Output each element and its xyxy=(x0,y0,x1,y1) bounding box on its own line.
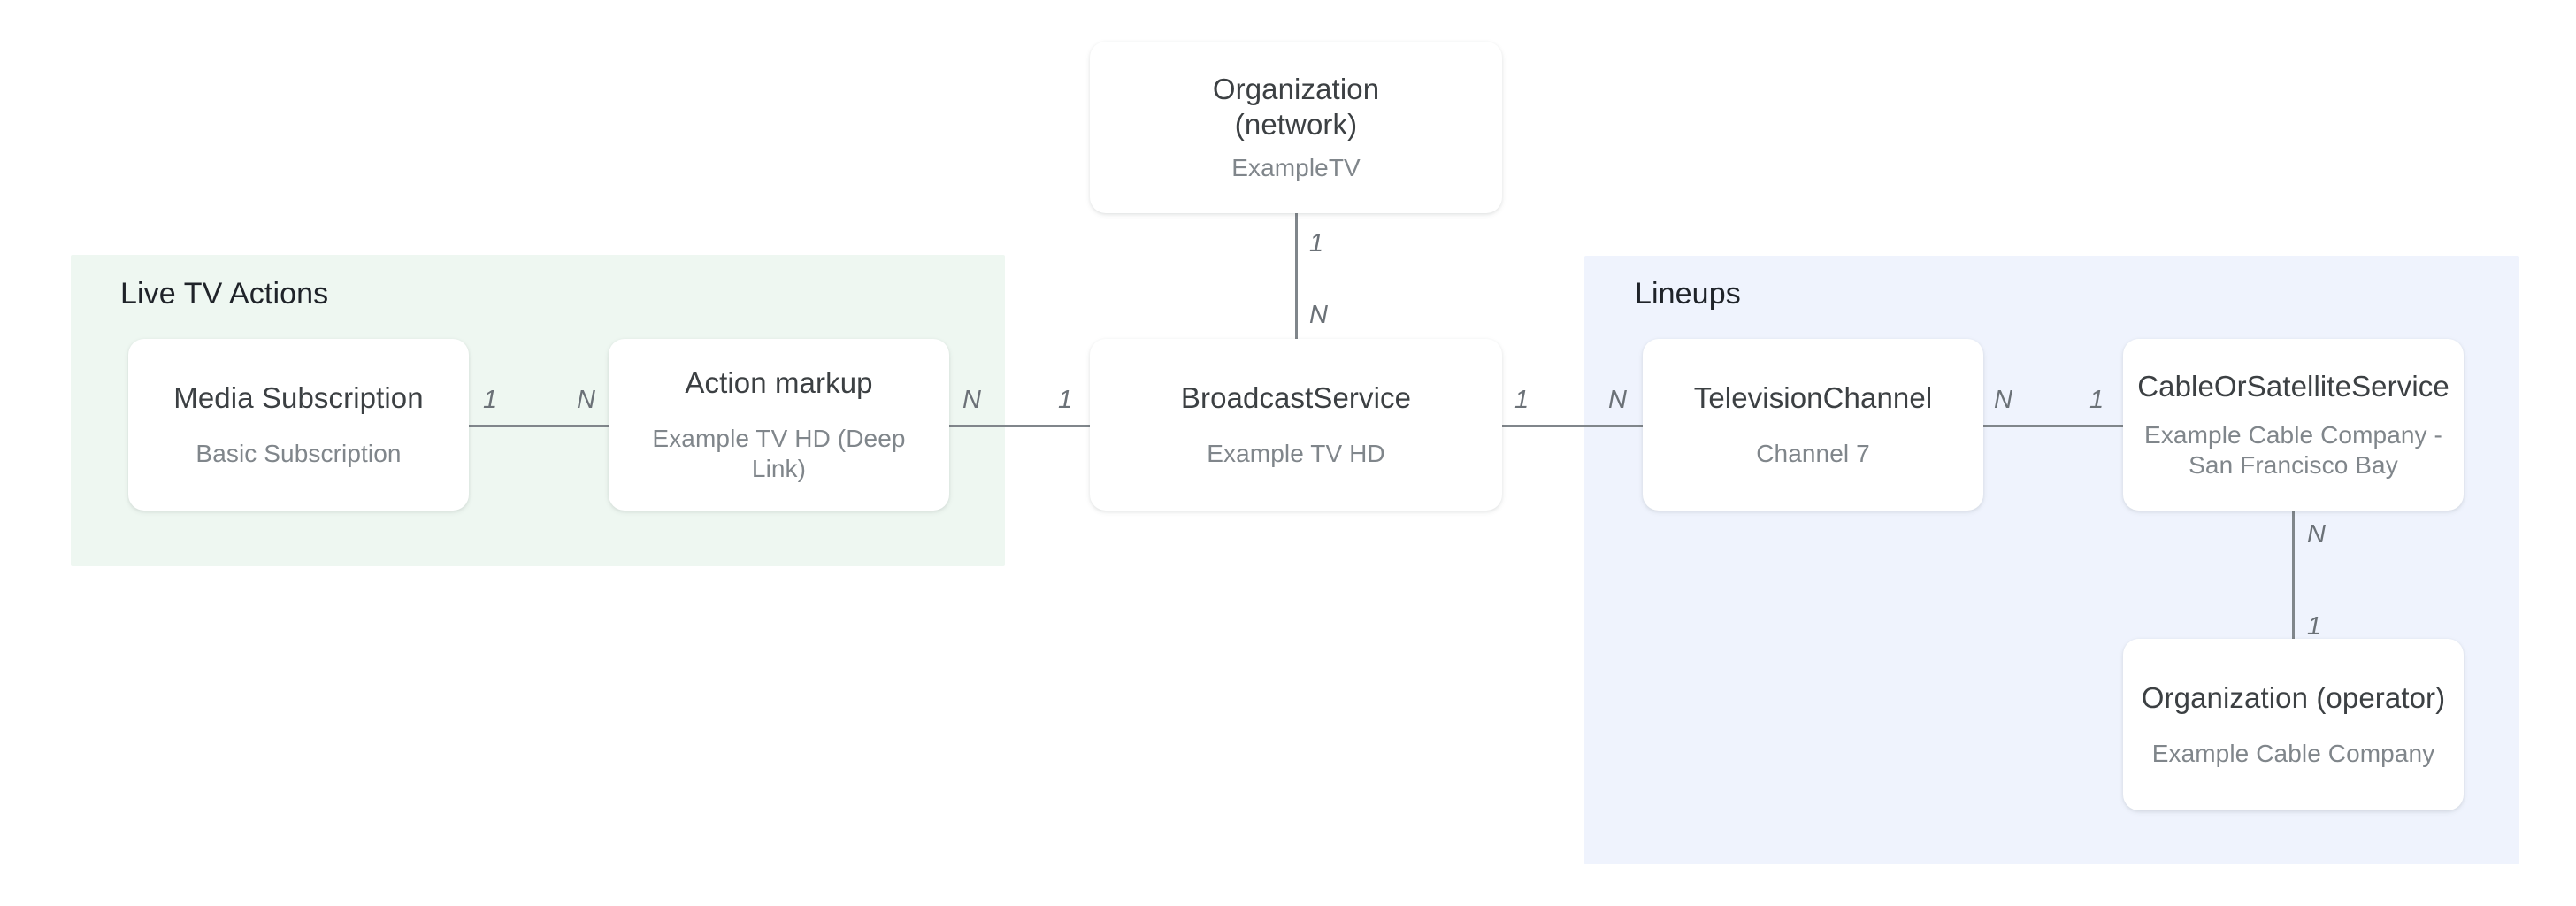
connector-broadcast-service-television-channel xyxy=(1499,425,1645,427)
node-cable-or-satellite-service-title: CableOrSatelliteService xyxy=(2137,370,2450,403)
node-television-channel-subtitle: Channel 7 xyxy=(1756,440,1870,467)
node-organization-network[interactable]: Organization (network) ExampleTV xyxy=(1090,42,1502,213)
node-broadcast-service[interactable]: BroadcastService Example TV HD xyxy=(1090,339,1502,511)
multiplicity-broadcast-service-television-channel-from: 1 xyxy=(1514,386,1530,414)
node-media-subscription[interactable]: Media Subscription Basic Subscription xyxy=(128,339,469,511)
multiplicity-television-channel-cable-or-satellite-service-to: 1 xyxy=(2089,386,2104,414)
node-organization-operator[interactable]: Organization (operator) Example Cable Co… xyxy=(2123,639,2464,810)
multiplicity-organization-network-broadcast-service-from: 1 xyxy=(1309,229,1324,257)
node-organization-network-title-line1: Organization xyxy=(1212,73,1380,105)
node-organization-network-subtitle: ExampleTV xyxy=(1231,154,1361,181)
multiplicity-television-channel-cable-or-satellite-service-from: N xyxy=(1994,386,2012,414)
connector-cable-or-satellite-service-organization-operator xyxy=(2292,511,2295,641)
connector-media-subscription-action-markup xyxy=(467,425,612,427)
node-television-channel[interactable]: TelevisionChannel Channel 7 xyxy=(1643,339,1983,511)
node-media-subscription-title: Media Subscription xyxy=(173,381,424,414)
multiplicity-cable-or-satellite-service-organization-operator-to: 1 xyxy=(2307,612,2322,641)
node-organization-network-title-line2: (network) xyxy=(1234,108,1358,141)
multiplicity-action-markup-broadcast-service-to: 1 xyxy=(1058,386,1073,414)
multiplicity-media-subscription-action-markup-to: N xyxy=(577,386,595,414)
node-broadcast-service-subtitle: Example TV HD xyxy=(1207,440,1385,467)
node-media-subscription-subtitle: Basic Subscription xyxy=(196,440,402,467)
node-organization-operator-title: Organization (operator) xyxy=(2141,681,2446,714)
connector-organization-network-broadcast-service xyxy=(1295,211,1298,340)
group-title-live-tv-actions: Live TV Actions xyxy=(120,277,329,311)
node-cable-or-satellite-service-subtitle: Example Cable Company - San Francisco Ba… xyxy=(2144,421,2442,479)
node-organization-network-title: Organization (network) xyxy=(1213,72,1379,142)
node-television-channel-title: TelevisionChannel xyxy=(1693,381,1933,414)
node-action-markup[interactable]: Action markup Example TV HD (Deep Link) xyxy=(609,339,949,511)
node-action-markup-title: Action markup xyxy=(685,366,873,399)
node-broadcast-service-title: BroadcastService xyxy=(1180,381,1412,414)
multiplicity-cable-or-satellite-service-organization-operator-from: N xyxy=(2307,520,2326,549)
multiplicity-action-markup-broadcast-service-from: N xyxy=(962,386,981,414)
node-cable-or-satellite-service[interactable]: CableOrSatelliteService Example Cable Co… xyxy=(2123,339,2464,511)
connector-action-markup-broadcast-service xyxy=(947,425,1093,427)
multiplicity-media-subscription-action-markup-from: 1 xyxy=(483,386,498,414)
multiplicity-organization-network-broadcast-service-to: N xyxy=(1309,301,1328,329)
node-organization-operator-subtitle: Example Cable Company xyxy=(2151,740,2435,767)
connector-television-channel-cable-or-satellite-service xyxy=(1980,425,2127,427)
multiplicity-broadcast-service-television-channel-to: N xyxy=(1608,386,1627,414)
node-action-markup-subtitle: Example TV HD (Deep Link) xyxy=(652,425,906,482)
group-title-lineups: Lineups xyxy=(1635,277,1741,311)
